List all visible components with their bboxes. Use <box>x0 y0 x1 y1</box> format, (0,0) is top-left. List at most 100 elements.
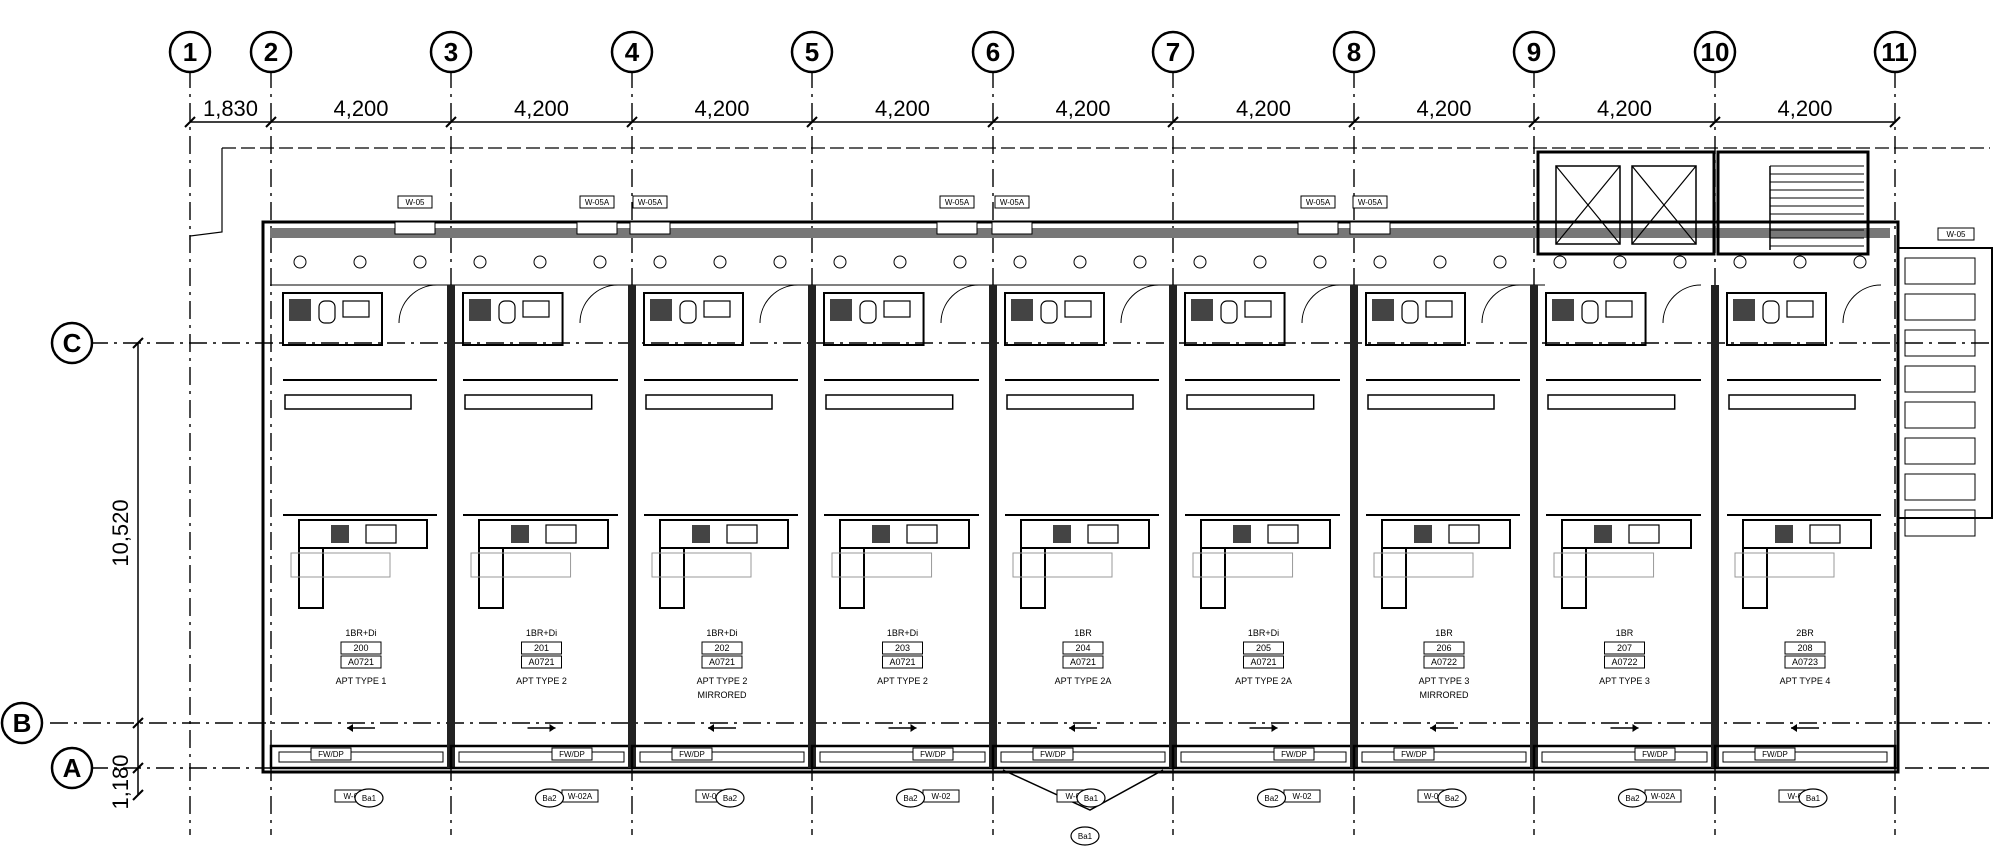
bathroom <box>643 292 744 346</box>
stair-core <box>1716 150 1870 256</box>
vanity <box>883 300 911 318</box>
cooktop <box>511 525 529 543</box>
unit-type-label: 1BR+Di <box>887 628 918 638</box>
unit-code: A0722 <box>1431 657 1457 667</box>
elevator-x-2 <box>1631 165 1697 245</box>
grid-label-3: 3 <box>444 37 458 67</box>
dimension-tick <box>1167 116 1179 128</box>
ceiling-fixture <box>1433 255 1447 269</box>
window-glazing <box>1361 751 1527 763</box>
grid-bubble-6 <box>971 30 1015 74</box>
unit-number-box <box>701 641 743 655</box>
kitchen-counter <box>298 519 428 549</box>
slope-arrow-head <box>1069 724 1075 732</box>
grid-label-7: 7 <box>1166 37 1180 67</box>
unit-number-box <box>1062 641 1104 655</box>
dimension-top-1: 1,830 <box>203 96 258 121</box>
dimension-top-7: 4,200 <box>1236 96 1291 121</box>
tiled-floor <box>1192 552 1294 578</box>
kitchen-counter <box>659 519 789 549</box>
dimension-tick <box>132 717 144 729</box>
dimension-tick <box>806 116 818 128</box>
window-tag-top <box>1352 195 1388 209</box>
kitchen-counter <box>1200 519 1331 549</box>
unit-type-label: 1BR <box>1435 628 1453 638</box>
unit-note: MIRRORED <box>1420 690 1469 700</box>
tiled-floor <box>290 552 391 578</box>
fwdp-tag-label: FW/DP <box>1281 750 1307 759</box>
unit-number-box <box>340 641 382 655</box>
kitchen-counter <box>839 519 970 549</box>
service-bay <box>1904 329 1976 357</box>
sink <box>1448 524 1480 544</box>
unit-number: 204 <box>1075 643 1090 653</box>
unit-type-label: 1BR+Di <box>706 628 737 638</box>
ceiling-fixture <box>293 255 307 269</box>
kitchen-counter <box>1561 519 1692 549</box>
toilet <box>1040 300 1058 324</box>
unit-name: APT TYPE 2A <box>1235 676 1292 686</box>
toilet <box>1581 300 1599 324</box>
unit-type-label: 1BR <box>1616 628 1634 638</box>
ceiling-fixture <box>593 255 607 269</box>
fwdp-tag-label: FW/DP <box>679 750 705 759</box>
window-frame-top <box>629 221 671 235</box>
grid-bubble-8 <box>1332 30 1376 74</box>
dimension-left-1: 10,520 <box>108 499 133 566</box>
toilet <box>1401 300 1419 324</box>
grid-bubble-5 <box>790 30 834 74</box>
window-glazing <box>1541 751 1708 763</box>
ceiling-fixture <box>1853 255 1867 269</box>
unit-code: A0723 <box>1792 657 1818 667</box>
ceiling-fixture <box>1493 255 1507 269</box>
vanity <box>1425 300 1453 318</box>
window-tag-label: W-02A <box>702 792 727 801</box>
dimension-top-6: 4,200 <box>1055 96 1110 121</box>
cooktop <box>692 525 710 543</box>
unit-code-box <box>1423 655 1465 669</box>
shower <box>830 299 852 321</box>
shower <box>1552 299 1574 321</box>
shower <box>650 299 672 321</box>
bathroom <box>823 292 925 346</box>
cooktop <box>1233 525 1251 543</box>
window-glazing <box>819 751 986 763</box>
grid-bubble-7 <box>1151 30 1195 74</box>
grid-bubble-a <box>50 746 94 790</box>
balcony-tag-label: Ba2 <box>903 794 918 803</box>
window-tag-label: W-02A <box>568 792 593 801</box>
slope-arrow-head <box>549 724 556 732</box>
bathroom <box>462 292 564 346</box>
dimension-tick <box>1889 116 1901 128</box>
balcony-tag <box>1617 788 1648 808</box>
ceiling-fixture <box>1133 255 1147 269</box>
slope-arrow-head <box>1632 724 1639 732</box>
grid-bubble-3 <box>429 30 473 74</box>
fwdp-tag <box>1754 747 1796 761</box>
bay-window <box>1002 769 1164 811</box>
slope-arrow-head <box>1430 724 1436 732</box>
unit-code-box <box>340 655 382 669</box>
fwdp-tag-label: FW/DP <box>559 750 585 759</box>
service-bay <box>1904 473 1976 501</box>
unit-number: 203 <box>895 643 910 653</box>
window-tag-top-label: W-05A <box>1000 198 1025 207</box>
kitchen-return <box>298 547 324 609</box>
vanity <box>522 300 550 318</box>
dimension-tick <box>987 116 999 128</box>
service-bay <box>1904 509 1976 537</box>
vanity <box>342 300 370 318</box>
wardrobe <box>1728 394 1856 410</box>
ceiling-fixture <box>1553 255 1567 269</box>
unit-number-box <box>521 641 562 655</box>
unit-type-label: 1BR <box>1074 628 1092 638</box>
kitchen-return <box>659 547 685 609</box>
toilet <box>1220 300 1238 324</box>
sink <box>1267 524 1299 544</box>
ceiling-fixture <box>893 255 907 269</box>
kitchen-return <box>1381 547 1407 609</box>
kitchen-return <box>1020 547 1046 609</box>
balcony-tag-label: Ba2 <box>1264 794 1279 803</box>
bathroom <box>1004 292 1105 346</box>
